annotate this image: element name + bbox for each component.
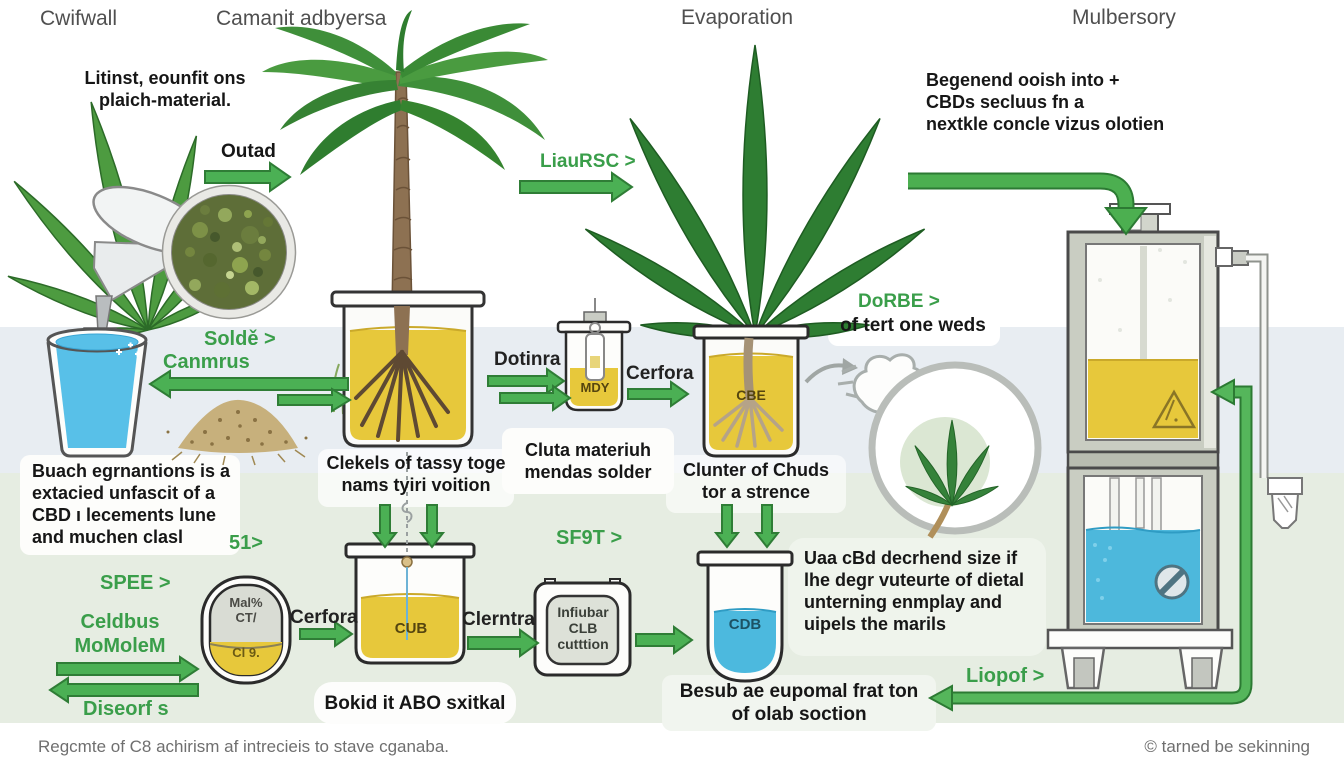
process-arrows: [48, 161, 781, 704]
capsule-vessel: [200, 575, 292, 685]
arrow-jar-out: [635, 625, 694, 655]
footer-credit: © tarned be sekinning: [1144, 737, 1310, 756]
label-dorbe-sub: of tert one weds: [840, 315, 986, 336]
arrow-dotinra-2: [499, 384, 572, 412]
capsule-bottom-label: Cl 9.: [232, 645, 260, 660]
arrow-into-machine: [908, 172, 1149, 236]
label-cerfora-bottom: Cerfora: [290, 607, 358, 628]
vessel-label-cdb: CDB: [728, 616, 762, 633]
clunter-patch: [666, 455, 846, 513]
extraction-machine: [1046, 203, 1303, 690]
no-entry-icon: [1154, 564, 1190, 600]
label-outad: Outad: [221, 141, 276, 162]
label-dorbe: DoRBE >: [858, 291, 940, 312]
label-sfst: SF9T >: [556, 527, 623, 549]
seed-pile: [166, 399, 308, 466]
beaker-large-soak: [330, 290, 486, 448]
arrow-clerntra: [467, 628, 540, 658]
magnifier-leaf: [868, 361, 1042, 539]
jar-label: Infiubar CLB cutttion: [557, 604, 609, 653]
note-clekels: Clekels of tassy toge nams tyiri voition: [326, 453, 506, 495]
title-evaporation: Evaporation: [681, 6, 794, 29]
label-51: 51>: [229, 532, 263, 554]
arrow-down-cub-2: [418, 504, 446, 549]
footer-caption: Regcmte of C8 achirism af intrecieis to …: [38, 737, 450, 756]
vessel-label-cbe: CBE: [736, 387, 766, 403]
note-bokid: Bokid it ABO sxitkal: [324, 693, 506, 714]
title-camanit: Camanit adbyersa: [216, 7, 387, 30]
label-dotinra: Dotinra: [494, 349, 561, 370]
uaa-card: [788, 538, 1046, 656]
label-diseorf: Diseorf s: [83, 698, 169, 720]
triangle-flask-icon: [1151, 389, 1197, 429]
vessel-label-mdy: MDY: [580, 380, 610, 395]
thermometer-line: [401, 452, 413, 640]
title-mulbersory: Mulbersory: [1072, 6, 1176, 29]
label-celdbus: Celdbus MoMoleM: [74, 611, 166, 658]
besub-card: [662, 675, 936, 731]
label-solde: Soldě >: [204, 328, 276, 350]
arrow-cerfora-top: [627, 380, 690, 408]
arrow-liaursc: [519, 171, 634, 203]
note-plant-material: Litinst, eounfit ons plaich-material.: [84, 68, 246, 110]
arrow-celdbus-left: [48, 676, 199, 704]
arrow-outad: [204, 161, 292, 193]
label-liopof: Liopof >: [966, 665, 1045, 687]
note-cluta: Cluta materiuh mendas solder: [524, 440, 652, 482]
arrow-down-cdb-1: [713, 504, 741, 549]
note-begenend: Begenend ooish into + CBDs secluus fn a …: [926, 70, 1165, 134]
bokid-card: [314, 682, 516, 724]
arrow-solde-left: [148, 369, 349, 399]
note-besub: Besub ae eupomal frat ton of olab soctio…: [679, 681, 919, 726]
note-buach: Buach egrnantions is a extacied unfascit…: [32, 461, 231, 547]
title-cwifwall: Cwifwall: [40, 7, 118, 30]
jar-infiubar: [533, 578, 632, 677]
vessel-label-cub: CUB: [394, 620, 428, 637]
beaker-small-mdy: [556, 298, 632, 412]
arrow-cerfora-bottom: [299, 620, 354, 648]
label-clerntra: Clerntra: [462, 609, 535, 630]
cannabis-leaf-evaporation: [584, 44, 926, 339]
label-spee: SPEE >: [100, 572, 171, 594]
water-bucket: [46, 327, 148, 458]
arrow-down-cdb-2: [753, 504, 781, 549]
arrow-celdbus-right: [56, 655, 200, 683]
magnifier-ground-material: [161, 184, 297, 320]
palm-plant: [262, 10, 548, 311]
note-clunter: Clunter of Chuds tor a strence: [683, 460, 829, 502]
label-canmrus: Canmrus: [163, 351, 250, 373]
beaker-cbe: [692, 324, 810, 458]
cluta-card: [502, 428, 674, 494]
test-tube-cdb: [696, 550, 794, 683]
arrow-canmrus-right: [277, 387, 352, 413]
note-uaa: Uaa cBd decrhend size if lhe degr vuteur…: [804, 548, 1025, 634]
recirculation-pipe: [927, 378, 1253, 712]
arrow-down-cub-1: [371, 504, 399, 549]
label-cerfora-top: Cerfora: [626, 363, 694, 384]
clekels-patch: [318, 449, 514, 507]
buach-card: [20, 455, 240, 555]
capsule-top-label: Mal% CT/: [229, 595, 263, 625]
beaker-cub: [344, 542, 476, 665]
label-liaursc: LiauRSC >: [540, 151, 636, 172]
